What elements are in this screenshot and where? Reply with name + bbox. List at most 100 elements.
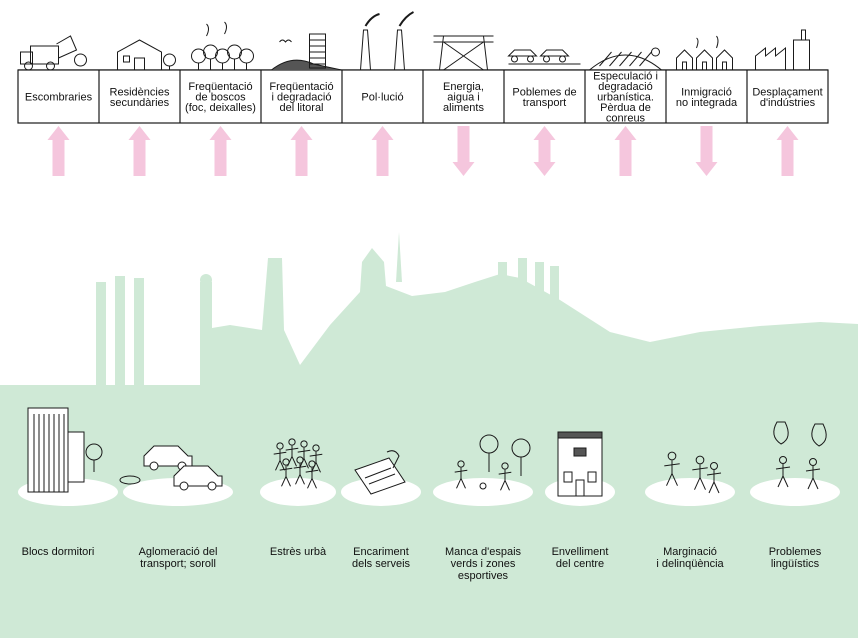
old-building-icon [545,431,615,506]
arrow-up [371,126,394,176]
top-cell-label: Pol·lució [361,92,403,104]
bottom-item-label: esportives [458,570,509,582]
top-cell-label: Inmigració [681,86,732,98]
tower-blocks-icon [18,407,118,506]
top-cell-label: urbanística. [597,92,654,104]
chimney-left-2 [115,276,125,386]
bottom-item-label: Blocs dormitori [22,546,95,558]
bottom-item-label: Aglomeració del [139,546,218,558]
crowd-icon [260,438,336,506]
bottom-items-row: Blocs dormitori Aglomeració deltransport;… [18,407,840,582]
arrow-up [209,126,232,176]
bottom-item-label: transport; soroll [140,558,216,570]
arrows-row [47,126,799,176]
top-cell-label: secundàries [110,97,170,109]
arrow-up [290,126,313,176]
arrow-up [614,126,637,176]
chimney-left-3 [134,278,144,386]
top-cell: Escombraries [20,35,93,104]
ground-blob [433,478,533,506]
ground-blob [341,478,421,506]
ground-blob [260,478,336,506]
factory-icon [755,29,810,71]
chimney-left-1 [96,282,106,386]
top-cell-label: Freqüentació [269,81,333,93]
talking-figures-icon [750,421,840,506]
city-silhouette [0,232,858,638]
chimney-right-3 [535,262,544,366]
bottom-item-label: del centre [556,558,604,570]
top-cell-label: Freqüentació [188,81,252,93]
ground-blob [750,478,840,506]
top-cell-label: Desplaçament [752,86,822,98]
top-cell-label: aliments [443,102,484,114]
small-houses-icon [676,35,733,71]
chimney-right-2 [518,258,527,362]
arrow-up [776,126,799,176]
ground-blob [645,478,735,506]
bottom-item-label: dels serveis [352,558,411,570]
top-cell-label: Escombraries [25,92,93,104]
top-cell-label: no integrada [676,97,738,109]
bottom-item-label: Envelliment [552,546,609,558]
top-cell-label: Pèrdua de [600,102,651,114]
bottom-item-label: Marginació [663,546,717,558]
chimney-right-1 [498,262,507,362]
top-cell-label: Especulació i [593,71,658,83]
fighting-figures-icon [645,451,735,506]
bottom-item-label: verds i zones [451,558,516,570]
top-cell-label: Poblemes de [512,86,576,98]
top-cell: Pol·lució [341,11,414,123]
coastal-building-icon [271,33,342,71]
top-cell-label: transport [523,97,566,109]
bottom-item: Blocs dormitori [18,407,118,558]
bottom-item-label: Manca d'espais [445,546,522,558]
forest-icon [191,21,254,70]
payment-card-icon [341,450,421,506]
top-cell-label: aigua i [447,92,479,104]
bottom-item-label: Encariment [353,546,409,558]
top-cell-label: de boscos [195,92,246,104]
top-cell-label: Residències [110,86,170,98]
top-cell-label: del litoral [279,102,323,114]
fields-icon [589,47,662,71]
house-icon [117,39,176,71]
arrow-up [128,126,151,176]
top-cell-label: d'indústries [760,97,816,109]
bottom-item-label: lingüístics [771,558,820,570]
monument-top [200,274,212,286]
chimney-right-4 [550,266,559,370]
bottom-item-label: Problemes [769,546,822,558]
bottom-item-label: Estrès urbà [270,546,327,558]
top-cell-label: degradació [598,81,652,93]
arrow-both [533,126,556,176]
tower-spire [396,232,402,282]
smokestack-icon [359,11,414,71]
top-cell-label: i degradació [272,92,332,104]
arrow-down [452,126,475,176]
top-cell-label: conreus [606,113,646,125]
bottom-item: Estrès urbà [260,438,336,558]
bottom-item-label: i delinqüència [656,558,724,570]
green-ground [0,248,858,638]
power-line-icon [433,35,494,71]
garbage-truck-icon [20,35,87,71]
top-cell-label: (foc, deixalles) [185,102,256,114]
top-cell-label: Energia, [443,81,484,93]
top-cell: Especulació idegradacióurbanística.Pèrdu… [584,47,662,125]
